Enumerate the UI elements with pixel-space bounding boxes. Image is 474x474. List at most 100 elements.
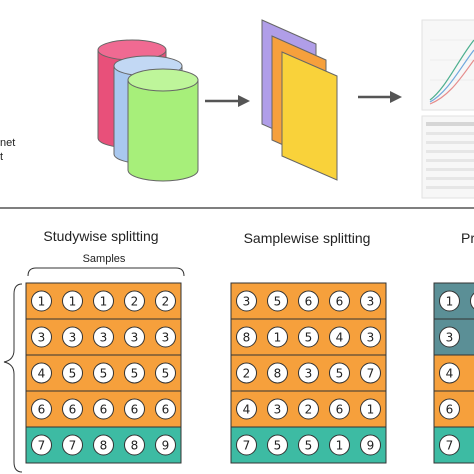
- sample-circle: [267, 434, 288, 456]
- sample-circle: [31, 290, 52, 312]
- third-grid: 123467: [433, 282, 474, 464]
- sample-circle: [329, 326, 350, 348]
- study-number: 7: [38, 439, 46, 453]
- study-number: 4: [243, 403, 251, 417]
- study-number: 1: [38, 295, 46, 309]
- studies-brace: [3, 283, 23, 473]
- study-number: 5: [274, 439, 282, 453]
- sample-circle: [360, 434, 381, 456]
- sample-circle: [62, 434, 83, 456]
- sample-circle: [470, 292, 474, 310]
- sample-circle: [236, 326, 257, 348]
- study-number: 6: [336, 295, 344, 309]
- study-number: 3: [162, 331, 170, 345]
- sample-circle: [155, 398, 176, 420]
- study-number: 1: [274, 331, 282, 345]
- sample-circle: [93, 398, 114, 420]
- sample-circle: [329, 362, 350, 384]
- sample-circle: [124, 434, 145, 456]
- study-number: 6: [38, 403, 46, 417]
- study-number: 3: [131, 331, 139, 345]
- study-number: 3: [243, 295, 251, 309]
- study-number: 3: [274, 403, 282, 417]
- samples-bracket: Samples: [27, 253, 185, 277]
- sample-circle: [31, 434, 52, 456]
- sample-circle: [360, 398, 381, 420]
- sample-circle: [93, 326, 114, 348]
- sample-circle: [329, 398, 350, 420]
- samples-label: Samples: [83, 253, 126, 265]
- sample-circle: [267, 398, 288, 420]
- sample-circle: [62, 398, 83, 420]
- study-number: 7: [367, 367, 375, 381]
- study-number: 3: [69, 331, 77, 345]
- sample-circle: [439, 434, 460, 456]
- sample-circle: [31, 398, 52, 420]
- studywise-title: Studywise splitting: [43, 228, 158, 244]
- feature-sheets-icon: [261, 19, 338, 181]
- sample-circle: [155, 434, 176, 456]
- sample-circle: [62, 290, 83, 312]
- study-number: 2: [162, 295, 170, 309]
- study-number: 3: [446, 331, 454, 345]
- study-number: 2: [305, 403, 313, 417]
- sample-circle: [298, 398, 319, 420]
- sample-circle: [298, 326, 319, 348]
- sample-circle: [93, 290, 114, 312]
- study-number: 1: [69, 295, 77, 309]
- study-number: 3: [367, 331, 375, 345]
- study-number: 6: [162, 403, 170, 417]
- sample-circle: [93, 362, 114, 384]
- sample-circle: [155, 326, 176, 348]
- sample-circle: [298, 362, 319, 384]
- third-title: Pr: [461, 230, 474, 246]
- sample-circle: [62, 326, 83, 348]
- sample-circle: [439, 362, 460, 384]
- sample-circle: [124, 362, 145, 384]
- study-number: 3: [38, 331, 46, 345]
- study-number: 6: [305, 295, 313, 309]
- sample-circle: [329, 434, 350, 456]
- database-cylinders-icon: [97, 39, 199, 182]
- study-number: 6: [336, 403, 344, 417]
- top-left-text-line-2: t: [0, 151, 3, 163]
- study-number: 2: [131, 295, 139, 309]
- sample-circle: [62, 362, 83, 384]
- study-number: 1: [446, 295, 454, 309]
- sample-circle: [31, 362, 52, 384]
- sample-circle: [298, 290, 319, 312]
- sample-circle: [360, 362, 381, 384]
- sample-circle: [124, 398, 145, 420]
- study-number: 1: [336, 439, 344, 453]
- sample-circle: [31, 326, 52, 348]
- study-number: 5: [305, 439, 313, 453]
- samplewise-title: Samplewise splitting: [244, 230, 371, 246]
- study-number: 7: [243, 439, 251, 453]
- study-number: 3: [305, 367, 313, 381]
- study-number: 2: [243, 367, 251, 381]
- sample-circle: [155, 290, 176, 312]
- sample-circle: [93, 434, 114, 456]
- study-number: 3: [367, 295, 375, 309]
- sample-circle: [236, 290, 257, 312]
- study-number: 4: [38, 367, 46, 381]
- arrow-right-icon: [358, 91, 402, 103]
- study-number: 5: [162, 367, 170, 381]
- study-number: 6: [100, 403, 108, 417]
- study-number: 7: [69, 439, 77, 453]
- study-number: 9: [162, 439, 170, 453]
- sample-circle: [267, 326, 288, 348]
- study-number: 8: [274, 367, 282, 381]
- sample-circle: [267, 362, 288, 384]
- study-number: 7: [446, 439, 454, 453]
- sample-circle: [124, 290, 145, 312]
- results-thumbnail: [421, 19, 474, 199]
- study-number: 9: [367, 439, 375, 453]
- sample-circle: [298, 434, 319, 456]
- sample-circle: [155, 362, 176, 384]
- study-number: 8: [100, 439, 108, 453]
- study-number: 4: [446, 367, 454, 381]
